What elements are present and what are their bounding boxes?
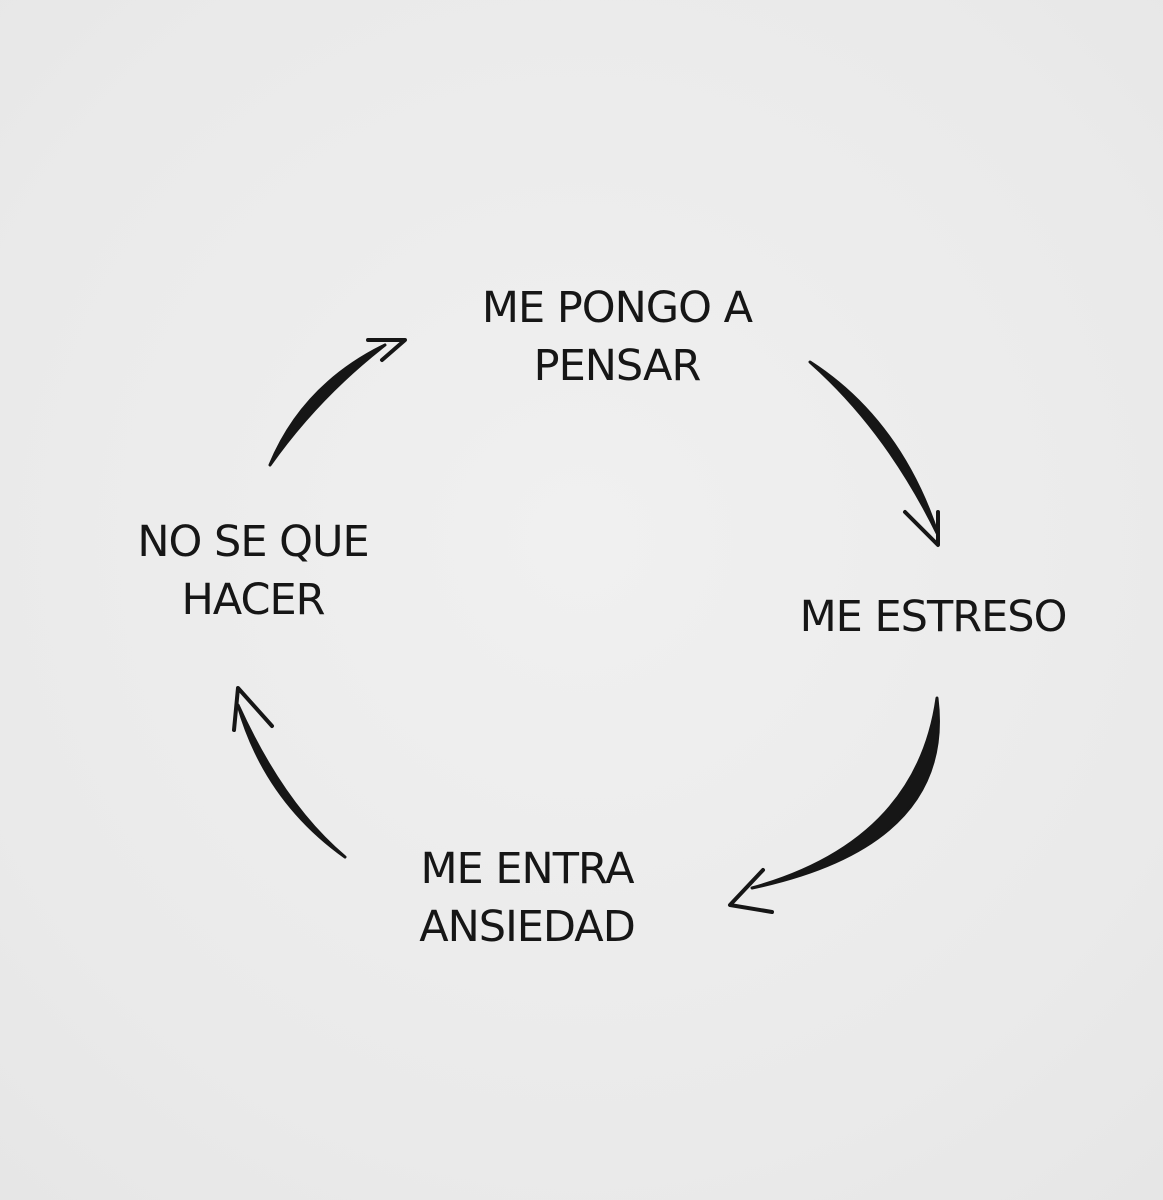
node-text-line: ME ESTRESO [799,592,1068,642]
node-me-entra-ansiedad: ME ENTRA ANSIEDAD [419,840,636,956]
arrow-dont-know-to-think [268,338,407,467]
node-text-line: NO SE QUE [137,517,369,567]
node-no-se-que-hacer: NO SE QUE HACER [137,513,369,629]
node-me-estreso: ME ESTRESO [799,588,1068,646]
arrow-think-to-stress [808,360,940,547]
node-text-line: HACER [181,575,325,625]
node-text-line: ANSIEDAD [419,902,636,952]
node-me-pongo-a-pensar: ME PONGO A PENSAR [481,279,753,395]
node-text-line: ME PONGO A [481,283,753,333]
node-text-line: PENSAR [533,341,702,391]
arrow-anxiety-to-dont-know [232,686,347,859]
arrow-stress-to-anxiety [728,696,940,914]
node-text-line: ME ENTRA [420,844,634,894]
